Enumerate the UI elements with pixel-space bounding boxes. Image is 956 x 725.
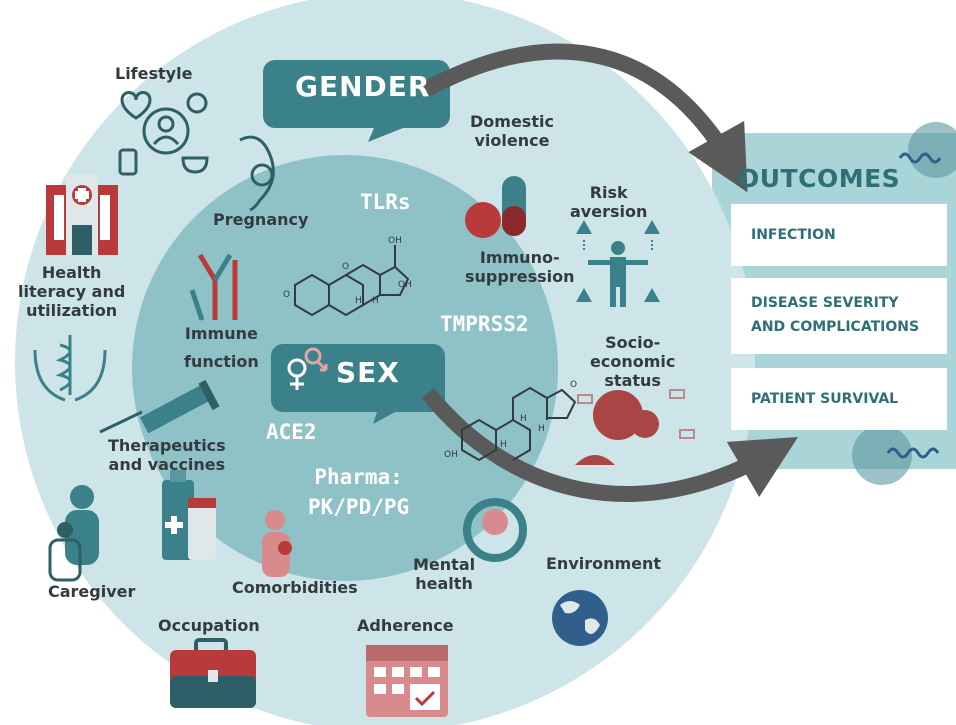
briefcase-icon [170,638,256,708]
hospital-icon [46,175,118,255]
medicine-icon [162,470,216,560]
mental-health-label: Mental health [413,555,476,593]
risk-aversion-icon [576,220,660,307]
outcomes-title: OUTCOMES [738,164,901,193]
outcome-card-infection [731,204,947,266]
globe-icon [552,590,608,646]
therapeutics-label: Therapeutics and vaccines [108,436,226,474]
steroid-h-3: H [520,414,527,424]
comorbidities-label: Comorbidities [232,578,358,597]
syringe-icon [99,379,220,434]
steroid-h-5: H [538,424,545,434]
environment-label: Environment [546,554,662,573]
outcome-survival: PATIENT SURVIVAL [751,391,899,407]
adherence-label: Adherence [357,616,454,635]
immunosuppression-label: Immuno- suppression [465,248,575,286]
pill-icon [465,176,526,238]
steroid-o-3: O [570,380,578,390]
steroid-structure-cortisol [294,245,410,317]
pregnancy-icon [239,135,275,212]
steroid-h-2: H [372,296,379,306]
pharma-label: Pharma: PK/PD/PG [308,465,410,519]
mental-health-icon [463,498,527,562]
steroid-structure-estrone [461,386,577,462]
lifestyle-icon [118,91,209,176]
domestic-violence-label: Domestic violence [470,112,554,150]
comorbidities-icon [262,510,292,577]
steroid-o-1: O [283,290,291,300]
health-literacy-label: Health literacy and utilization [18,263,126,320]
gender-to-outcomes-arrow [421,43,748,193]
sex-bubble [271,344,445,424]
outcome-severity: DISEASE SEVERITY AND COMPLICATIONS [751,295,920,335]
caregiver-label: Caregiver [48,582,136,601]
occupation-label: Occupation [158,616,260,635]
sex-to-outcomes-arrow [421,387,799,503]
ace2-label: ACE2 [266,420,317,444]
caduceus-hands-icon [33,335,107,402]
outcome-card-survival [731,368,947,430]
steroid-oh-2: OH [398,280,412,290]
steroid-h-1: H [355,296,362,306]
steroid-o-2: O [342,262,350,272]
outcome-infection: INFECTION [751,227,836,243]
outcome-card-severity [731,278,947,354]
risk-aversion-label: Risk aversion [570,183,648,221]
immune-function-label: Immune function [184,324,259,371]
gender-bubble [263,60,450,142]
steroid-h-4: H [500,440,507,450]
socioeconomic-label: Socio- economic status [590,333,676,390]
sex-label: SEX [336,356,400,389]
tlrs-label: TLRs [360,190,411,214]
steroid-oh-3: OH [444,450,458,460]
pregnancy-label: Pregnancy [213,210,309,229]
lifestyle-label: Lifestyle [115,64,193,83]
socioeconomic-icon [575,389,695,465]
calendar-icon [366,645,448,717]
gender-label: GENDER [295,70,431,103]
antibody-icon [189,253,238,321]
steroid-oh-1: OH [388,236,402,246]
tmprss2-label: TMPRSS2 [440,312,529,336]
caregiver-icon [48,485,99,582]
